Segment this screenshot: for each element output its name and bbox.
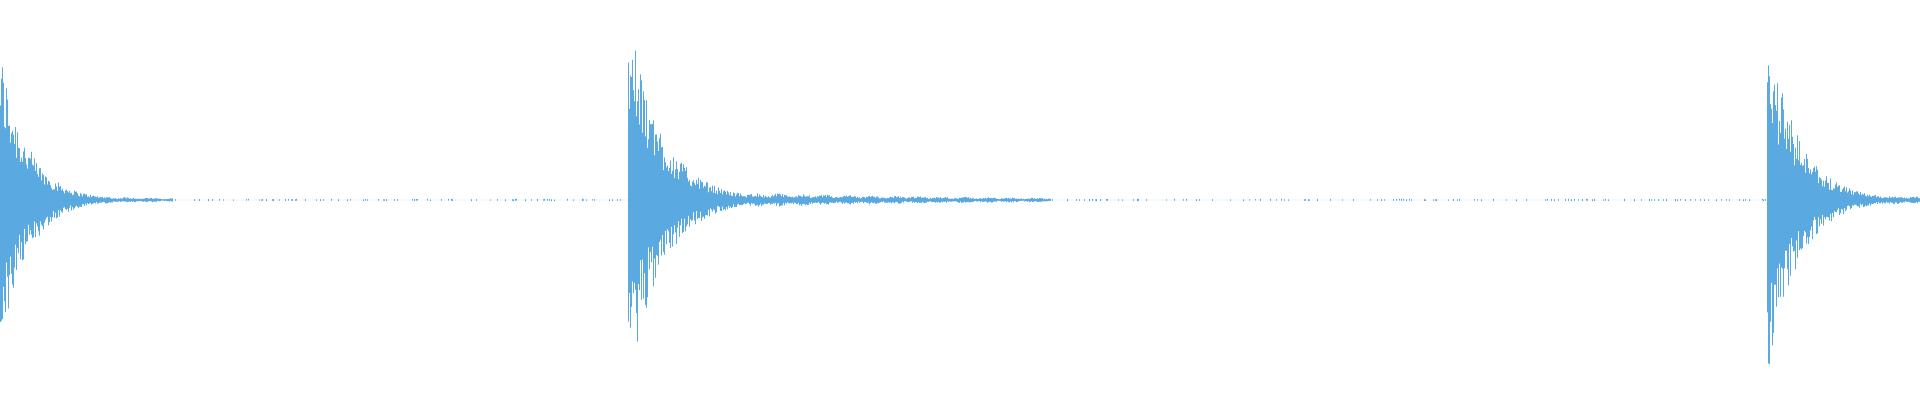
waveform-path: [0, 50, 1920, 365]
waveform-bars: [0, 50, 1920, 365]
